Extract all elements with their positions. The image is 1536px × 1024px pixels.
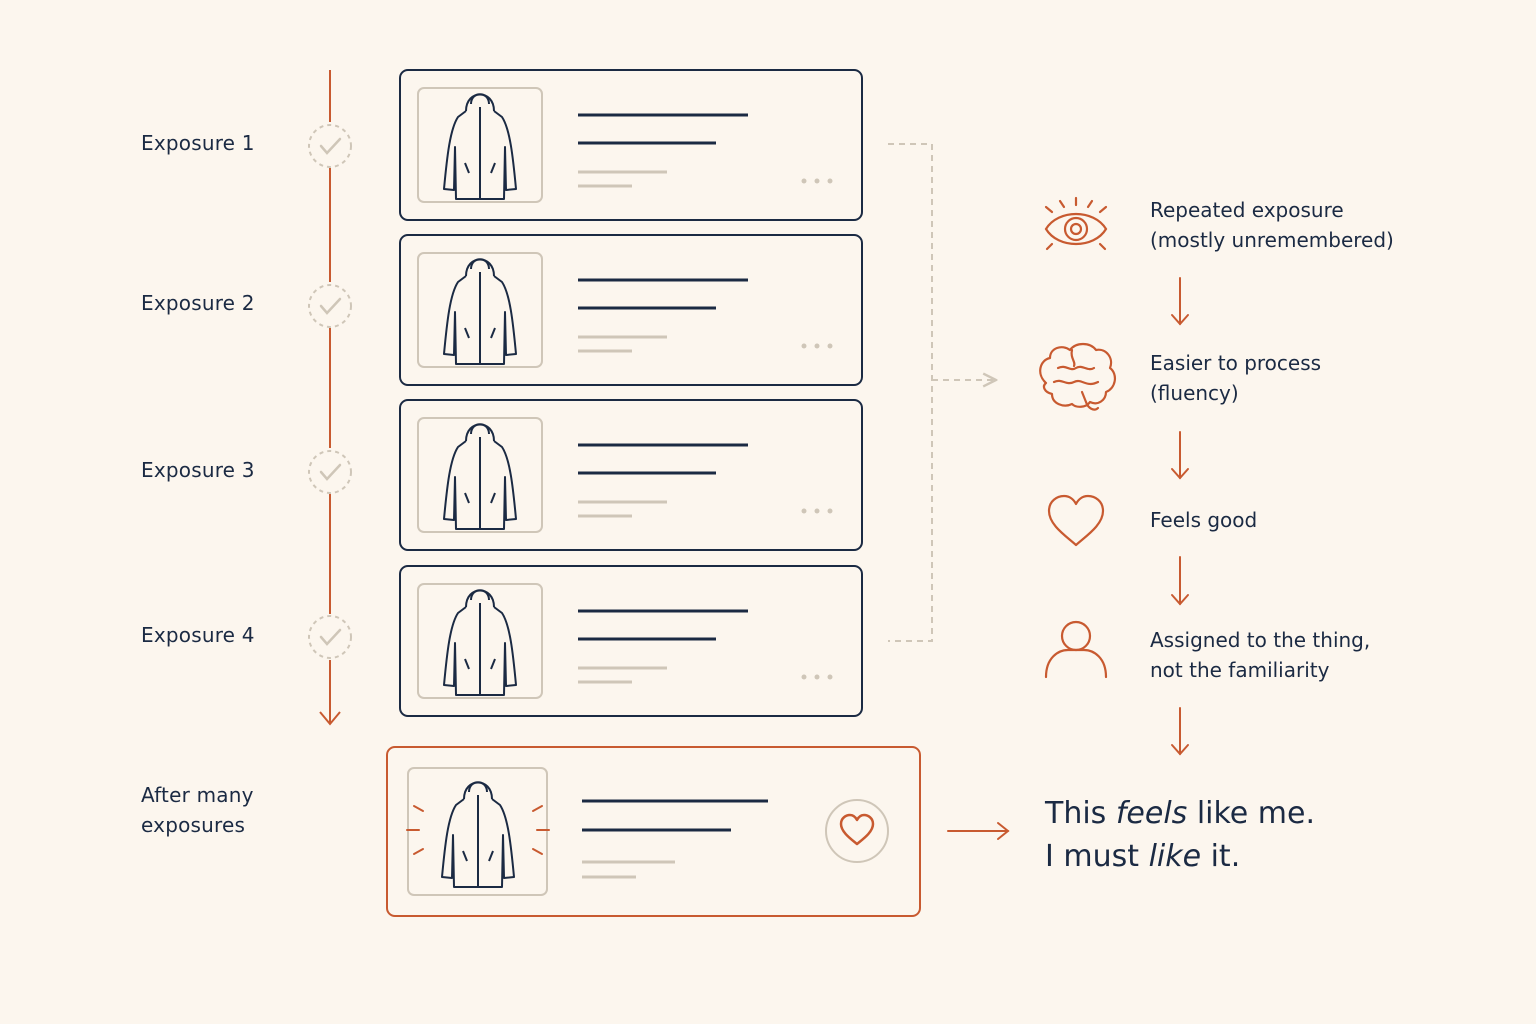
exposure-label: Exposure 1 <box>141 131 255 155</box>
product-card <box>399 234 863 386</box>
more-icon <box>801 343 833 349</box>
conclusion-text: This feels like me. I must like it. <box>1045 796 1316 874</box>
product-card <box>399 399 863 551</box>
highlighted-product-card <box>386 746 921 917</box>
brain-icon <box>1039 342 1116 411</box>
check-icon <box>308 284 352 328</box>
favorite-heart-icon <box>825 799 889 863</box>
more-icon <box>801 674 833 680</box>
product-card <box>399 69 863 221</box>
exposure-label: Exposure 3 <box>141 458 255 482</box>
exposure-label: Exposure 2 <box>141 291 255 315</box>
more-icon <box>801 508 833 514</box>
check-icon <box>308 450 352 494</box>
eye-icon <box>1044 196 1108 251</box>
timeline-arrow-icon <box>319 711 341 726</box>
step-assigned: Assigned to the thing, not the familiari… <box>1150 628 1371 682</box>
more-icon <box>801 178 833 184</box>
glow-rays-icon <box>406 805 550 855</box>
check-icon <box>308 124 352 168</box>
flow-arrows <box>947 277 1189 840</box>
exposure-label: Exposure 4 <box>141 623 255 647</box>
exposure-bracket <box>888 143 996 642</box>
check-icon <box>308 615 352 659</box>
product-card <box>399 565 863 717</box>
final-exposure-label: After many exposures <box>141 783 254 837</box>
heart-icon <box>1047 494 1105 547</box>
step-feels-good: Feels good <box>1150 508 1258 532</box>
step-repeated-exposure: Repeated exposure (mostly unremembered) <box>1150 198 1394 252</box>
step-fluency: Easier to process (fluency) <box>1150 351 1322 405</box>
person-icon <box>1044 620 1108 679</box>
timeline <box>319 70 341 726</box>
